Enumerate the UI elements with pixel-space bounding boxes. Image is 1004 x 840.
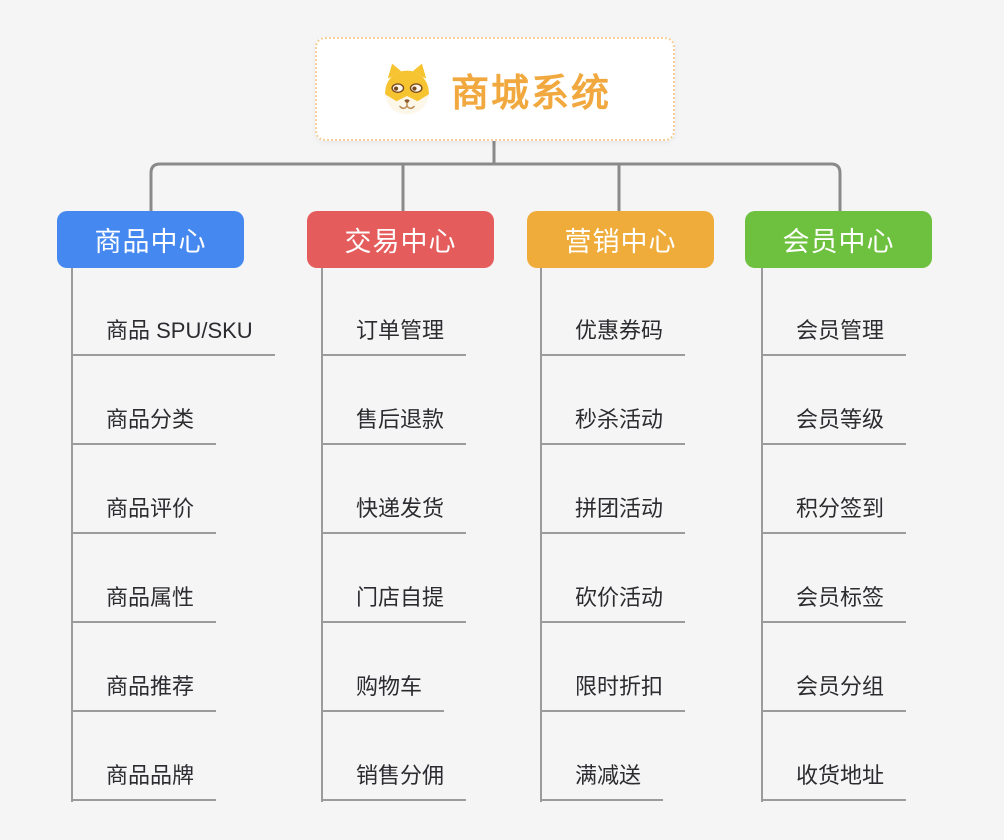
subtopic-node[interactable]: 优惠券码 <box>542 316 686 356</box>
subtopic-label: 拼团活动 <box>575 496 664 521</box>
subtopic-label: 售后退款 <box>356 407 445 432</box>
subtopic-node[interactable]: 购物车 <box>323 672 445 712</box>
subtopic-label: 积分签到 <box>796 496 885 521</box>
subtopic-node[interactable]: 会员标签 <box>763 583 907 623</box>
subtopic-node[interactable]: 售后退款 <box>323 405 467 445</box>
branch-label: 会员中心 <box>782 227 895 257</box>
subtopic-label: 满减送 <box>575 763 642 788</box>
subtopic-node[interactable]: 快递发货 <box>323 494 467 534</box>
subtopic-node[interactable]: 收货地址 <box>763 761 907 801</box>
subtopic-label: 商品 SPU/SKU <box>106 318 253 343</box>
branch-node-member-center[interactable]: 会员中心 <box>745 211 932 268</box>
subtopic-node[interactable]: 商品评价 <box>73 494 217 534</box>
subtopic-label: 会员分组 <box>796 674 885 699</box>
branch-node-trade-center[interactable]: 交易中心 <box>307 211 494 268</box>
subtopic-label: 订单管理 <box>356 318 445 343</box>
subtopic-label: 砍价活动 <box>575 585 664 610</box>
subtopic-node[interactable]: 商品推荐 <box>73 672 217 712</box>
branch-label: 交易中心 <box>344 227 457 257</box>
subtopic-node[interactable]: 满减送 <box>542 761 664 801</box>
subtopic-node[interactable]: 商品 SPU/SKU <box>73 316 275 356</box>
subtopic-label: 会员等级 <box>796 407 885 432</box>
subtopic-label: 销售分佣 <box>356 763 445 788</box>
subtopic-node[interactable]: 销售分佣 <box>323 761 467 801</box>
subtopic-node[interactable]: 限时折扣 <box>542 672 686 712</box>
subtopic-node[interactable]: 会员分组 <box>763 672 907 712</box>
subtopic-label: 商品属性 <box>106 585 195 610</box>
branch-node-marketing-center[interactable]: 营销中心 <box>527 211 714 268</box>
subtopic-label: 优惠券码 <box>575 318 664 343</box>
subtopic-column-member: 会员管理 会员等级 积分签到 会员标签 会员分组 收货地址 <box>761 268 1003 802</box>
branch-label: 营销中心 <box>564 227 677 257</box>
root-node[interactable]: 商城系统 <box>315 37 675 141</box>
subtopic-node[interactable]: 拼团活动 <box>542 494 686 534</box>
subtopic-label: 会员标签 <box>796 585 885 610</box>
subtopic-node[interactable]: 砍价活动 <box>542 583 686 623</box>
shiba-dog-icon <box>379 61 435 117</box>
subtopic-label: 商品评价 <box>106 496 195 521</box>
subtopic-column-marketing: 优惠券码 秒杀活动 拼团活动 砍价活动 限时折扣 满减送 <box>540 268 782 802</box>
root-title: 商城系统 <box>450 72 611 115</box>
subtopic-node[interactable]: 商品属性 <box>73 583 217 623</box>
subtopic-label: 会员管理 <box>796 318 885 343</box>
subtopic-label: 限时折扣 <box>575 674 664 699</box>
branch-label: 商品中心 <box>94 227 207 257</box>
subtopic-label: 商品品牌 <box>106 763 195 788</box>
subtopic-label: 门店自提 <box>356 585 445 610</box>
subtopic-node[interactable]: 商品分类 <box>73 405 217 445</box>
subtopic-label: 收货地址 <box>796 763 885 788</box>
subtopic-node[interactable]: 积分签到 <box>763 494 907 534</box>
subtopic-label: 购物车 <box>356 674 423 699</box>
subtopic-column-product: 商品 SPU/SKU 商品分类 商品评价 商品属性 商品推荐 商品品牌 <box>71 268 313 802</box>
subtopic-node[interactable]: 秒杀活动 <box>542 405 686 445</box>
subtopic-label: 快递发货 <box>356 496 445 521</box>
subtopic-node[interactable]: 会员管理 <box>763 316 907 356</box>
subtopic-label: 商品推荐 <box>106 674 195 699</box>
subtopic-label: 商品分类 <box>106 407 195 432</box>
subtopic-column-trade: 订单管理 售后退款 快递发货 门店自提 购物车 销售分佣 <box>321 268 563 802</box>
subtopic-node[interactable]: 订单管理 <box>323 316 467 356</box>
branch-node-product-center[interactable]: 商品中心 <box>57 211 244 268</box>
subtopic-node[interactable]: 会员等级 <box>763 405 907 445</box>
subtopic-node[interactable]: 门店自提 <box>323 583 467 623</box>
subtopic-node[interactable]: 商品品牌 <box>73 761 217 801</box>
subtopic-label: 秒杀活动 <box>575 407 664 432</box>
